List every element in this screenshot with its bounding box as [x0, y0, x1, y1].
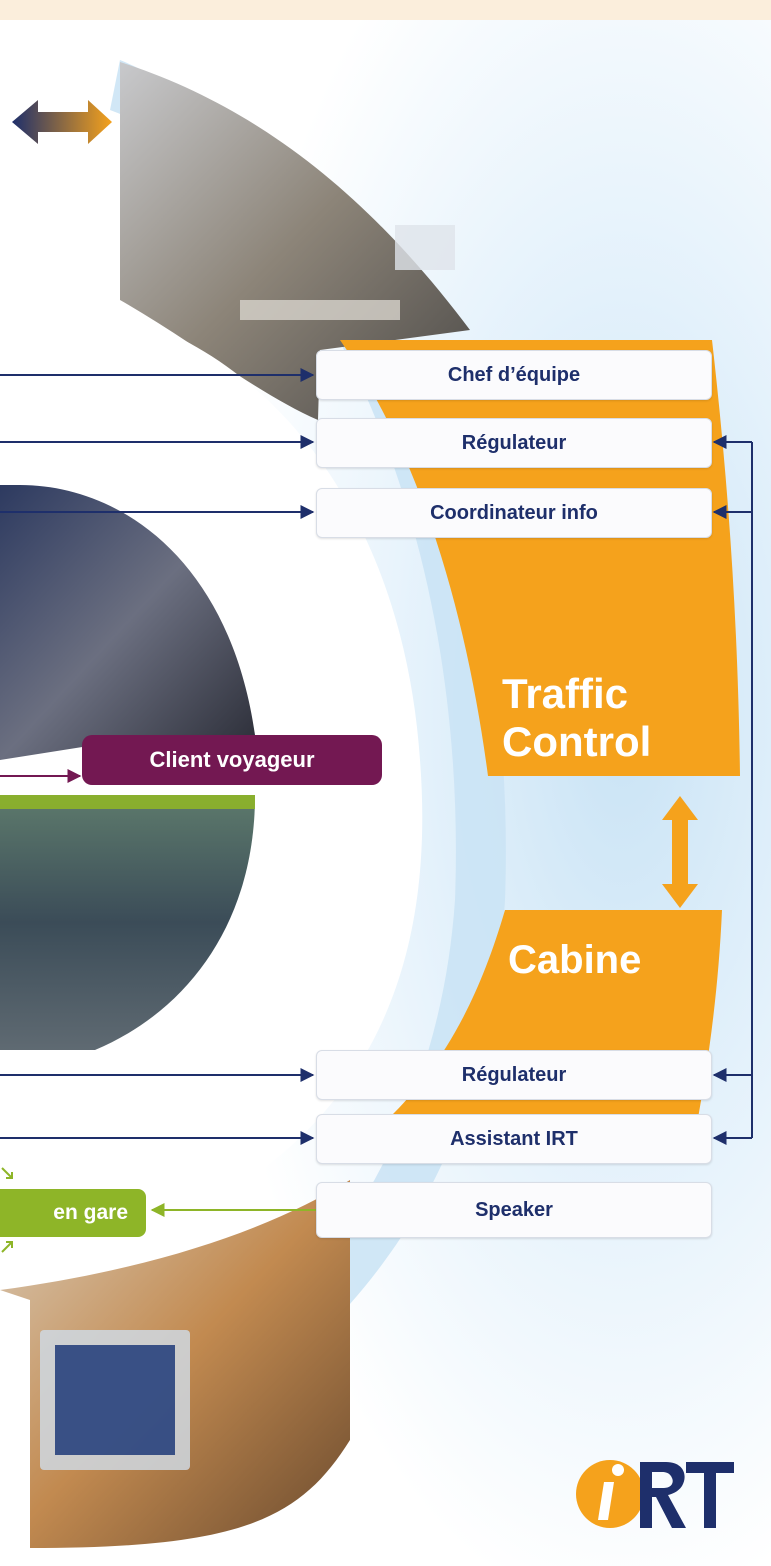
speaker-monitor-screen [55, 1345, 175, 1455]
green-tick-top [1, 1167, 13, 1179]
role-label: Speaker [475, 1199, 553, 1221]
role-box-regulateur-cabine: Régulateur [316, 1050, 712, 1100]
control-word: Control [502, 718, 652, 765]
monitor-shape [395, 225, 455, 270]
role-box-regulateur-tc: Régulateur [316, 418, 712, 468]
logo-i-dot [612, 1464, 624, 1476]
en-gare-label: en gare [0, 1189, 146, 1237]
role-label: Coordinateur info [430, 502, 598, 524]
station-photo [0, 795, 255, 1050]
role-box-speaker: Speaker [316, 1182, 712, 1238]
irt-logo [576, 1460, 734, 1528]
top-band [0, 0, 771, 20]
logo-t-letter [686, 1462, 734, 1528]
logo-i-stroke [598, 1482, 614, 1520]
role-label: Régulateur [461, 1064, 567, 1086]
control-room-photo [120, 62, 470, 420]
role-label: Assistant IRT [450, 1128, 578, 1150]
role-label: Régulateur [461, 432, 567, 454]
role-label: Chef d’équipe [447, 364, 581, 386]
green-tick-bottom [1, 1241, 13, 1253]
top-double-arrow [12, 100, 112, 144]
train-passengers-photo [0, 485, 255, 760]
vertical-double-arrow [662, 796, 698, 908]
role-box-coordinateur: Coordinateur info [316, 488, 712, 538]
role-box-assistant: Assistant IRT [316, 1114, 712, 1164]
station-green-strip [0, 795, 255, 809]
traffic-word: Traffic [502, 670, 629, 717]
client-voyageur-label: Client voyageur [82, 735, 382, 785]
desk-shape [240, 300, 400, 320]
traffic-control-title: Traffic Control [502, 670, 651, 766]
logo-r-letter [640, 1462, 686, 1528]
role-box-chef: Chef d’équipe [316, 350, 712, 400]
cabine-title: Cabine [508, 938, 642, 982]
